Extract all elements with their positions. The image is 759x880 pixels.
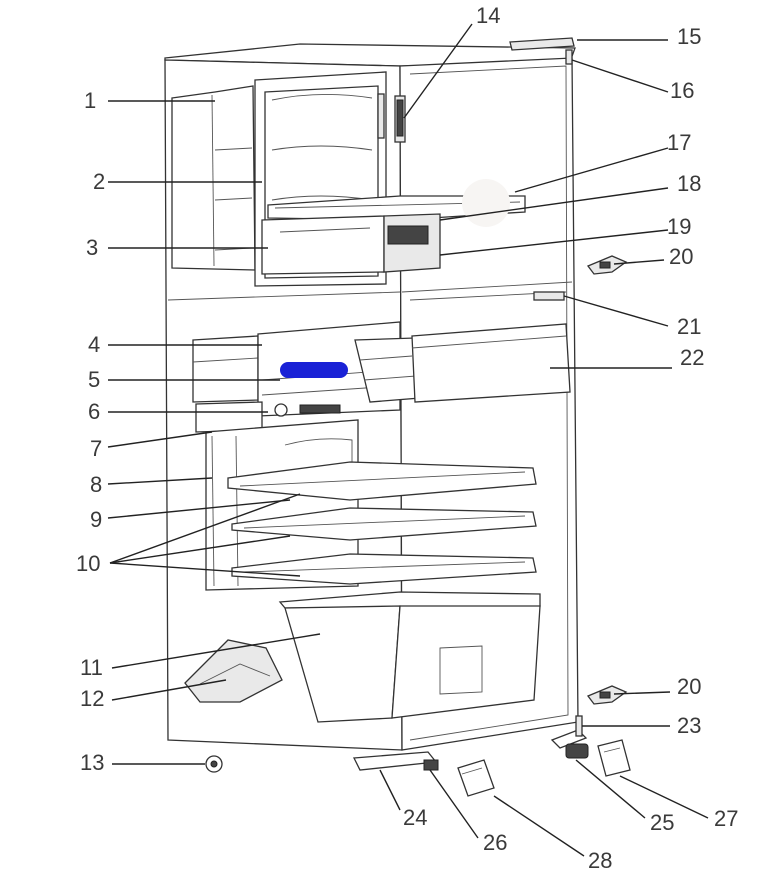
callout-7: 7 — [90, 436, 102, 461]
callout-11: 11 — [80, 655, 103, 680]
door-stop-21 — [533, 291, 565, 301]
callout-18: 18 — [677, 171, 701, 196]
callout-16: 16 — [670, 78, 694, 103]
callout-6: 6 — [88, 399, 100, 424]
callout-1: 1 — [84, 88, 96, 113]
callout-27: 27 — [714, 806, 738, 831]
callout-24: 24 — [403, 805, 427, 830]
hinge-cover-15 — [509, 37, 575, 51]
door-bin-22 — [411, 323, 571, 403]
callout-2: 2 — [93, 169, 105, 194]
callout-17: 17 — [667, 130, 691, 155]
callout-3: 3 — [86, 235, 98, 260]
door-stop-20-top — [586, 255, 628, 275]
callout-25: 25 — [650, 810, 674, 835]
callout-15: 15 — [677, 24, 701, 49]
redaction-mark — [280, 362, 348, 378]
callout-19: 19 — [667, 214, 691, 239]
crisper-drawer — [278, 591, 541, 723]
foot-26 — [423, 759, 439, 771]
callout-26: 26 — [483, 830, 507, 855]
callout-8: 8 — [90, 472, 102, 497]
freezer-shelf — [267, 195, 526, 221]
callout-22: 22 — [680, 345, 704, 370]
callout-13: 13 — [80, 750, 104, 775]
callout-12: 12 — [80, 686, 104, 711]
door-stop-20-bottom — [586, 685, 628, 705]
fridge-lamp-housing — [195, 401, 341, 433]
callout-21: 21 — [677, 314, 701, 339]
callout-14: 14 — [476, 3, 500, 28]
redaction-circle — [462, 179, 510, 227]
fridge-liner — [205, 419, 359, 591]
ice-tray-bracket — [394, 95, 406, 143]
caster-13 — [205, 755, 223, 773]
callout-4: 4 — [88, 332, 100, 357]
egg-tray — [184, 639, 283, 703]
bracket-28 — [457, 759, 495, 797]
glass-shelves — [227, 461, 537, 585]
callout-23: 23 — [677, 713, 701, 738]
callout-10: 10 — [76, 551, 100, 576]
leader-lines — [107, 23, 709, 857]
callout-28: 28 — [588, 848, 612, 873]
callout-20-bottom: 20 — [677, 674, 701, 699]
callout-20-top: 20 — [669, 244, 693, 269]
upper-hinge-16 — [565, 49, 573, 65]
hinge-cover-27 — [597, 739, 631, 777]
callout-9: 9 — [90, 507, 102, 532]
leveling-foot-25 — [565, 743, 589, 759]
middle-hinge-23 — [550, 715, 588, 749]
callout-5: 5 — [88, 367, 100, 392]
callout-labels: 1 2 3 4 5 6 7 8 9 10 11 12 13 14 15 16 1… — [76, 3, 738, 873]
freezer-drawer — [261, 213, 441, 275]
freezer-liner-left — [171, 85, 256, 271]
